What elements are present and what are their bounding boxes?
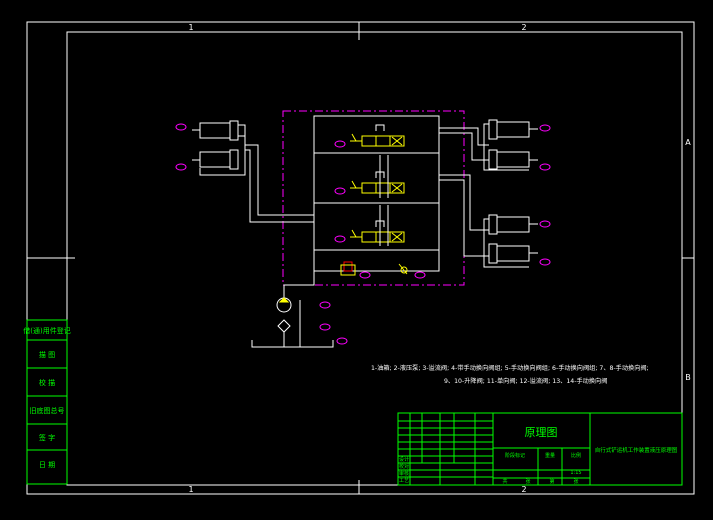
side-table (26, 319, 68, 485)
title-row-check: 校对 (399, 463, 409, 470)
pump-arrow (278, 297, 290, 303)
grid-label-b: B (685, 373, 691, 382)
title-block (397, 412, 683, 486)
side-table-cell-5: 签 字 (39, 433, 55, 442)
outer-frame (26, 21, 695, 495)
directional-valve-3 (350, 229, 405, 243)
directional-valve-1 (350, 133, 405, 147)
valve-block-boundary (282, 110, 465, 286)
right-cylinders (483, 119, 538, 268)
side-table-cell-1: 借(通)用件登记 (23, 326, 70, 335)
side-table-cell-2: 描 图 (39, 350, 55, 359)
title-sheet-total: 共 (502, 478, 507, 485)
grid-marks (27, 22, 694, 494)
filter-symbol (277, 319, 291, 333)
title-col-scale: 比例 (571, 452, 581, 459)
relief-valve (343, 261, 353, 272)
title-sheet-total-unit: 张 (525, 478, 530, 485)
grid-label-bottom-2: 2 (521, 485, 526, 494)
title-col-weight: 重量 (545, 452, 555, 459)
title-scale-value: 1:15 (570, 470, 581, 476)
grid-label-bottom-1: 1 (188, 485, 193, 494)
grid-label-a: A (685, 138, 691, 147)
title-sheet-no-unit: 张 (573, 478, 578, 485)
relief-valve-body (340, 264, 356, 276)
title-row-review: 审核 (399, 470, 409, 477)
grid-label-top-1: 1 (188, 23, 193, 32)
legend-line-2: 9、10-升降阀; 11-单向阀; 12-溢流阀; 13、14-手动换向阀 (444, 377, 607, 385)
directional-valve-2 (350, 180, 405, 194)
side-table-cell-6: 日 期 (39, 461, 55, 469)
title-row-design: 设计 (399, 456, 409, 463)
valve-block (313, 115, 440, 272)
check-valve (398, 263, 408, 275)
title-drawing-name: 原理图 (525, 426, 558, 439)
title-sheet-no: 第 (549, 478, 554, 485)
callout-markers (175, 123, 551, 345)
legend-line-1: 1-油箱; 2-液压泵; 3-溢流阀; 4-带手动换向阀组; 5-手动换向阀组;… (371, 364, 649, 372)
side-table-cell-4: 旧底图总号 (30, 406, 65, 415)
left-cylinders (192, 120, 246, 176)
title-project-name: 自行式铲运机工作装置液压原理图 (595, 446, 678, 454)
title-row-process: 工艺 (399, 478, 409, 484)
side-table-cell-3: 校 描 (39, 378, 55, 387)
hydraulic-lines (245, 124, 489, 348)
title-col-stage: 阶段标记 (505, 452, 525, 459)
grid-label-top-2: 2 (521, 23, 526, 32)
